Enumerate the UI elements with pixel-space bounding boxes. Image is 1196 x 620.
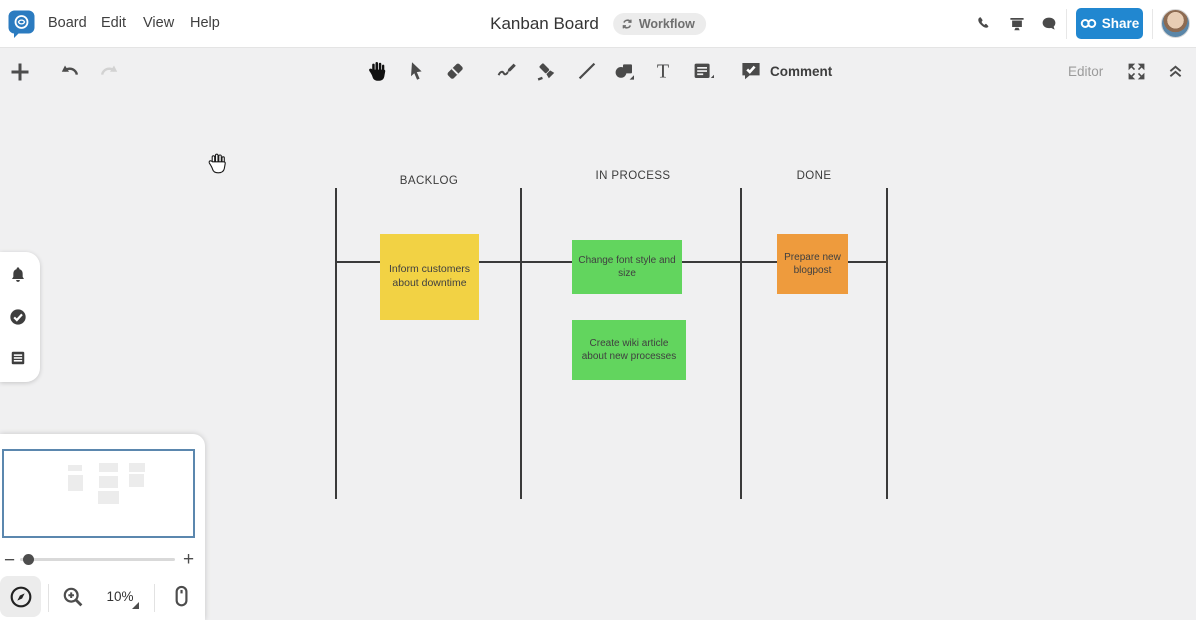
tasks-check-icon[interactable]	[8, 307, 28, 327]
header-divider	[1066, 9, 1067, 39]
minimap-shape	[98, 491, 119, 504]
board-canvas[interactable]: BACKLOG IN PROCESS DONE Inform customers…	[0, 48, 1196, 620]
link-icon	[1080, 19, 1096, 28]
minimap-shape	[129, 474, 144, 487]
add-icon[interactable]	[8, 60, 32, 84]
header-divider	[1152, 9, 1153, 39]
workflow-badge[interactable]: Workflow	[612, 13, 706, 35]
user-avatar[interactable]	[1161, 9, 1190, 38]
kanban-column-line[interactable]	[740, 188, 742, 499]
menu-help[interactable]: Help	[190, 15, 220, 31]
column-title-in-process[interactable]: IN PROCESS	[595, 170, 671, 182]
editor-role-label: Editor	[1068, 64, 1104, 79]
menu-board[interactable]: Board	[48, 15, 87, 31]
svg-text:T: T	[657, 61, 669, 83]
kanban-column-line[interactable]	[520, 188, 522, 499]
column-title-backlog[interactable]: BACKLOG	[399, 175, 459, 187]
screen-share-icon[interactable]	[1008, 15, 1026, 33]
board-list-icon[interactable]	[8, 348, 28, 368]
menu-edit[interactable]: Edit	[101, 15, 126, 31]
sticky-note[interactable]: Create wiki article about new processes	[572, 320, 686, 380]
minimap-viewport[interactable]	[2, 449, 195, 538]
fullscreen-icon[interactable]	[1127, 62, 1146, 81]
eraser-tool-icon[interactable]	[443, 59, 467, 83]
mouse-mode-icon[interactable]	[168, 583, 194, 609]
top-menu-bar: Board Edit View Help Kanban Board Workfl…	[0, 0, 1196, 48]
minimap-shape	[99, 476, 118, 488]
conceptboard-logo-icon[interactable]	[8, 10, 35, 39]
menu-view[interactable]: View	[143, 15, 175, 31]
pan-tool-icon[interactable]	[366, 59, 390, 83]
phone-icon[interactable]	[974, 15, 992, 33]
compass-icon	[10, 586, 32, 608]
kanban-column-line[interactable]	[886, 188, 888, 499]
sticky-note[interactable]: Inform customers about downtime	[380, 234, 479, 320]
workflow-badge-label: Workflow	[638, 17, 695, 31]
sync-icon	[622, 19, 632, 29]
undo-icon[interactable]	[58, 60, 82, 84]
minimap-shape	[68, 475, 83, 491]
zoom-in-magnifier-icon[interactable]	[61, 585, 85, 609]
chat-icon[interactable]	[1040, 15, 1058, 33]
kanban-column-line[interactable]	[335, 188, 337, 499]
comment-tool[interactable]: Comment	[739, 59, 832, 83]
zoom-level-caret-icon	[132, 602, 139, 609]
column-title-done[interactable]: DONE	[796, 170, 832, 182]
redo-icon[interactable]	[97, 60, 121, 84]
zoom-out-button[interactable]: −	[4, 550, 16, 571]
minimap-shape	[99, 463, 118, 472]
notifications-bell-icon[interactable]	[8, 265, 28, 285]
minimap-shape	[129, 463, 145, 472]
shapes-tool-icon[interactable]	[612, 59, 636, 83]
zoom-level-value[interactable]: 10%	[106, 589, 134, 604]
pen-tool-icon[interactable]	[495, 59, 519, 83]
sticky-note[interactable]: Prepare new blogpost	[777, 234, 848, 294]
highlighter-tool-icon[interactable]	[535, 59, 559, 83]
share-button-label: Share	[1101, 16, 1140, 31]
zoom-in-button[interactable]: +	[183, 549, 195, 570]
collapse-toolbar-icon[interactable]	[1166, 62, 1185, 81]
text-tool-icon[interactable]: T	[651, 59, 675, 83]
zoom-slider-handle[interactable]	[23, 554, 34, 565]
board-title[interactable]: Kanban Board	[490, 14, 599, 33]
control-divider	[154, 584, 155, 612]
control-divider	[48, 584, 49, 612]
share-button[interactable]: Share	[1076, 8, 1143, 39]
navigator-panel: − + 10%	[0, 434, 205, 620]
line-tool-icon[interactable]	[575, 59, 599, 83]
comment-tool-label: Comment	[770, 63, 833, 79]
comment-tool-icon	[742, 63, 760, 80]
select-tool-icon[interactable]	[404, 59, 428, 83]
sticky-note[interactable]: Change font style and size	[572, 240, 682, 294]
zoom-slider-track[interactable]	[20, 558, 175, 561]
side-tools-panel	[0, 252, 40, 382]
minimap-shape	[68, 465, 82, 471]
sticky-note-tool-icon[interactable]	[691, 59, 715, 83]
